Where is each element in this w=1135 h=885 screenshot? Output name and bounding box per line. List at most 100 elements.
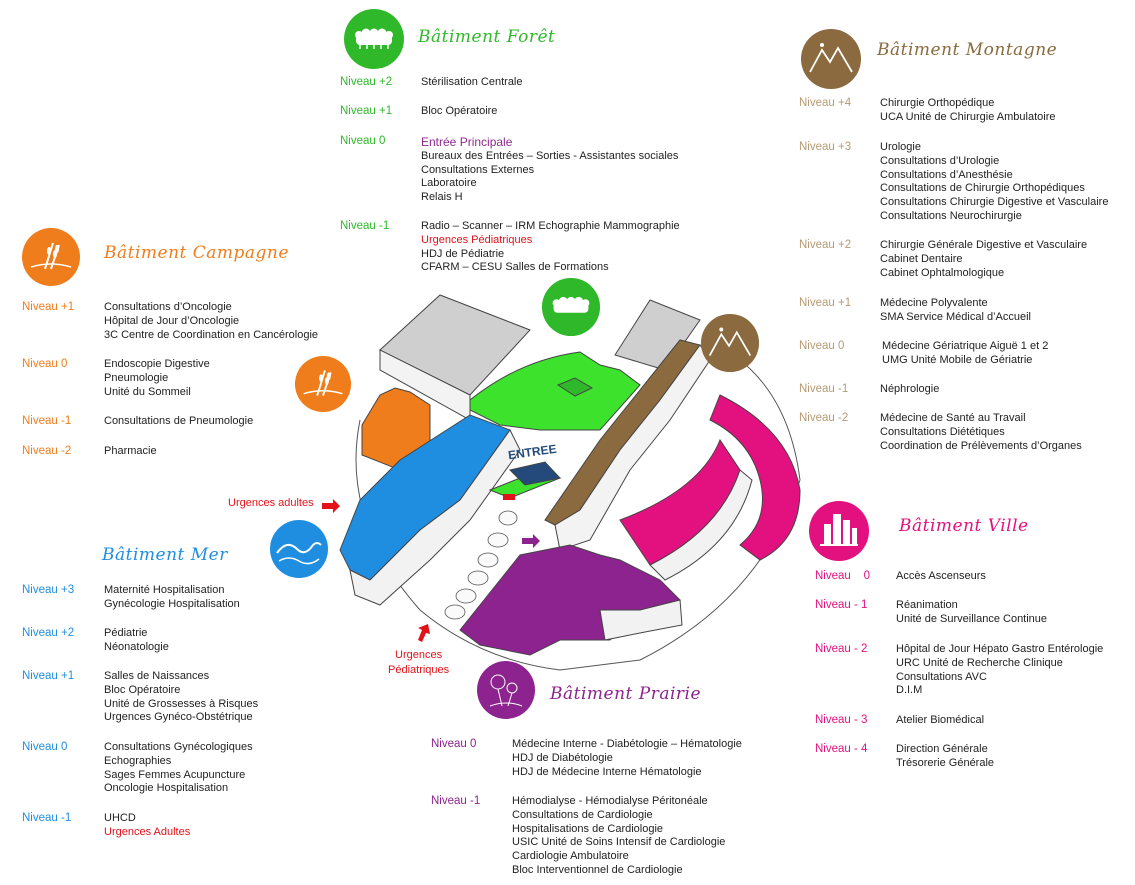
map-urgences-adultes: Urgences adultes (228, 497, 314, 509)
building-prairie-face (599, 599, 683, 641)
list-item: Consultations d’Urologie (880, 154, 1000, 167)
ville-items-1: Réanimation Unité de Surveillance Contin… (896, 599, 1047, 627)
list-item: Relais H (421, 191, 463, 204)
list-item: HDJ de Médecine Interne Hématologie (512, 765, 702, 778)
campagne-items-1: Endoscopie Digestive Pneumologie Unité d… (104, 358, 210, 399)
list-item: Hémodialyse - Hémodialyse Péritonéale (512, 795, 708, 807)
montagne-items-0: Chirurgie Orthopédique UCA Unité de Chir… (880, 97, 1055, 125)
list-item: Chirurgie Orthopédique (880, 97, 995, 109)
list-item: Consultations AVC (896, 670, 987, 683)
list-item: Hôpital de Jour Hépato Gastro Entérologi… (896, 643, 1104, 655)
list-item: Urgences Pédiatriques (421, 233, 533, 246)
list-item: Urologie (880, 141, 921, 153)
montagne-items-5: Néphrologie (880, 383, 939, 397)
city-icon (809, 501, 869, 561)
list-item: Pharmacie (104, 445, 157, 457)
mer-items-2: Salles de Naissances Bloc Opératoire Uni… (104, 670, 258, 725)
list-item: Atelier Biomédical (896, 714, 985, 726)
map-urgences-pediatriques: Urgences Pédiatriques (388, 648, 449, 678)
montagne-level-5: Niveau -1 (799, 383, 849, 395)
list-item: Echographies (104, 754, 172, 767)
mer-items-0: Maternité Hospitalisation Gynécologie Ho… (104, 584, 240, 612)
list-item: Consultations de Chirurgie Orthopédiques (880, 182, 1085, 195)
list-item: CFARM – CESU Salles de Formations (421, 261, 609, 274)
mer-items-4: UHCD Urgences Adultes (104, 812, 190, 840)
list-item: Pneumologie (104, 371, 169, 384)
wheat-icon-map (294, 355, 352, 413)
ville-level-4: Niveau - 4 (815, 743, 868, 755)
list-item: Consultations d’Anesthésie (880, 168, 1013, 181)
wheat-icon (22, 228, 80, 286)
ville-level-3: Niveau - 3 (815, 714, 868, 726)
list-item: Cabinet Dentaire (880, 252, 963, 265)
list-item: Trésorerie Générale (896, 756, 995, 769)
list-item: USIC Unité de Soins Intensif de Cardiolo… (512, 836, 726, 849)
foret-level-2: Niveau 0 (340, 135, 386, 147)
title-campagne: Bâtiment Campagne (104, 243, 289, 263)
list-item: Maternité Hospitalisation (104, 584, 225, 596)
entrance-red-mark (503, 494, 515, 500)
mer-items-1: Pédiatrie Néonatologie (104, 627, 169, 655)
mer-level-1: Niveau +2 (22, 627, 75, 639)
list-item: Consultations Externes (421, 163, 535, 176)
list-item: Néonatologie (104, 640, 169, 653)
montagne-items-3: Médecine Polyvalente SMA Service Médical… (880, 297, 1031, 325)
building-campagne (361, 387, 431, 471)
campagne-level-0: Niveau +1 (22, 301, 75, 313)
list-item: Consultations Chirurgie Digestive et Vas… (880, 196, 1109, 209)
montagne-items-2: Chirurgie Générale Digestive et Vasculai… (880, 239, 1087, 280)
foret-level-0: Niveau +2 (340, 76, 393, 88)
tree-row (444, 510, 518, 620)
list-item: SMA Service Médical d’Accueil (880, 310, 1032, 323)
list-item: HDJ de Pédiatrie (421, 247, 505, 260)
campagne-items-0: Consultations d’Oncologie Hôpital de Jou… (104, 301, 318, 342)
list-item: Accès Ascenseurs (896, 570, 986, 582)
ville-level-1: Niveau - 1 (815, 599, 868, 611)
list-item: Sages Femmes Acupuncture (104, 768, 246, 781)
mountain-icon (801, 29, 861, 89)
list-item: Hôpital de Jour d’Oncologie (104, 314, 240, 327)
montagne-level-4: Niveau 0 (799, 340, 845, 352)
list-item: Consultations de Pneumologie (104, 415, 254, 427)
list-item: Coordination de Prélèvements d’Organes (880, 439, 1082, 452)
building-mer-face (349, 429, 521, 606)
map-urgences-ped-line1: Urgences (395, 649, 443, 661)
prairie-level-1: Niveau -1 (431, 795, 481, 807)
list-item: Consultations Neurochirurgie (880, 209, 1022, 222)
montagne-level-2: Niveau +2 (799, 239, 852, 251)
list-item: Endoscopie Digestive (104, 358, 210, 370)
arrow-urgences-pediatriques (418, 624, 430, 642)
list-item: Hospitalisations de Cardiologie (512, 822, 664, 835)
list-item: Gynécologie Hospitalisation (104, 597, 240, 610)
list-item: Médecine Gériatrique Aiguë 1 et 2 (882, 340, 1049, 352)
ville-level-2: Niveau - 2 (815, 643, 868, 655)
mer-items-3: Consultations Gynécologiques Echographie… (104, 741, 253, 796)
list-item: Salles de Naissances (104, 670, 210, 682)
list-item: Bloc Opératoire (104, 683, 181, 696)
list-item: Unité de Surveillance Continue (896, 612, 1048, 625)
montagne-items-4: Médecine Gériatrique Aiguë 1 et 2 UMG Un… (882, 340, 1048, 368)
title-foret: Bâtiment Forêt (418, 27, 556, 47)
list-item: Cardiologie Ambulatoire (512, 850, 629, 863)
title-mer: Bâtiment Mer (102, 545, 228, 565)
list-item: Médecine de Santé au Travail (880, 412, 1026, 424)
foret-items-1: Bloc Opératoire (421, 105, 497, 119)
building-ville (709, 394, 801, 561)
mer-level-3: Niveau 0 (22, 741, 68, 753)
list-item: Entrée Principale (421, 135, 513, 149)
list-item: Cabinet Ophtalmologique (880, 266, 1005, 279)
list-item: UHCD (104, 812, 136, 824)
arrow-urgences-adultes (322, 499, 340, 513)
list-item: D.I.M (896, 684, 923, 697)
list-item: Consultations Diététiques (880, 425, 1005, 438)
ville-items-3: Atelier Biomédical (896, 714, 984, 728)
campagne-items-3: Pharmacie (104, 445, 157, 459)
grey-building-right (614, 299, 701, 371)
list-item: Réanimation (896, 599, 958, 611)
list-item: UCA Unité de Chirurgie Ambulatoire (880, 110, 1056, 123)
mer-level-4: Niveau -1 (22, 812, 72, 824)
list-item: Stérilisation Centrale (421, 76, 523, 88)
campagne-level-3: Niveau -2 (22, 445, 72, 457)
list-item: Consultations Gynécologiques (104, 741, 253, 753)
prairie-items-1: Hémodialyse - Hémodialyse Péritonéale Co… (512, 795, 725, 878)
